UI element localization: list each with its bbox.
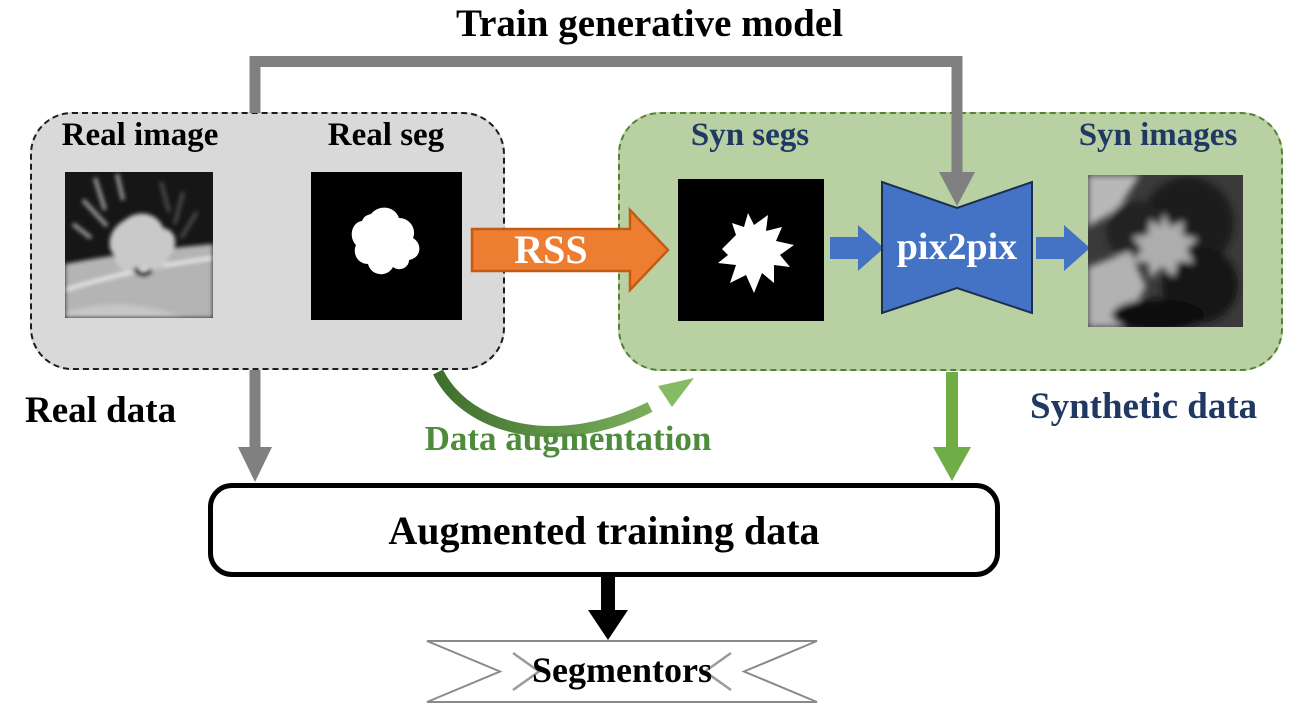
segmentors-label: Segmentors — [532, 650, 712, 690]
augmented-training-label: Augmented training data — [388, 507, 820, 553]
diagram-title: Train generative model — [455, 2, 844, 45]
real-seg-mask — [351, 207, 420, 275]
real-seg-label: Real seg — [327, 117, 445, 153]
syn-seg-mask — [718, 213, 794, 293]
real-data-caption: Real data — [25, 390, 177, 431]
real-image-label: Real image — [61, 117, 219, 153]
syn-segs-label: Syn segs — [690, 117, 810, 153]
syn-images-label: Syn images — [1078, 117, 1238, 153]
pix2pix-label: pix2pix — [896, 226, 1018, 269]
data-augmentation-label: Data augmentation — [424, 419, 712, 458]
real-image-thumbnail — [65, 172, 213, 318]
syn-image-thumbnail — [1088, 175, 1243, 327]
segmentors-down-arrow — [588, 577, 628, 640]
synthetic-data-caption: Synthetic data — [1030, 386, 1258, 427]
real-seg-thumbnail — [311, 172, 462, 320]
syn-seg-thumbnail — [678, 179, 824, 321]
augmented-training-box: Augmented training data — [208, 483, 1000, 577]
real-data-down-arrow — [238, 370, 272, 482]
rss-label: RSS — [514, 227, 588, 272]
synthetic-data-down-arrow — [933, 372, 971, 481]
